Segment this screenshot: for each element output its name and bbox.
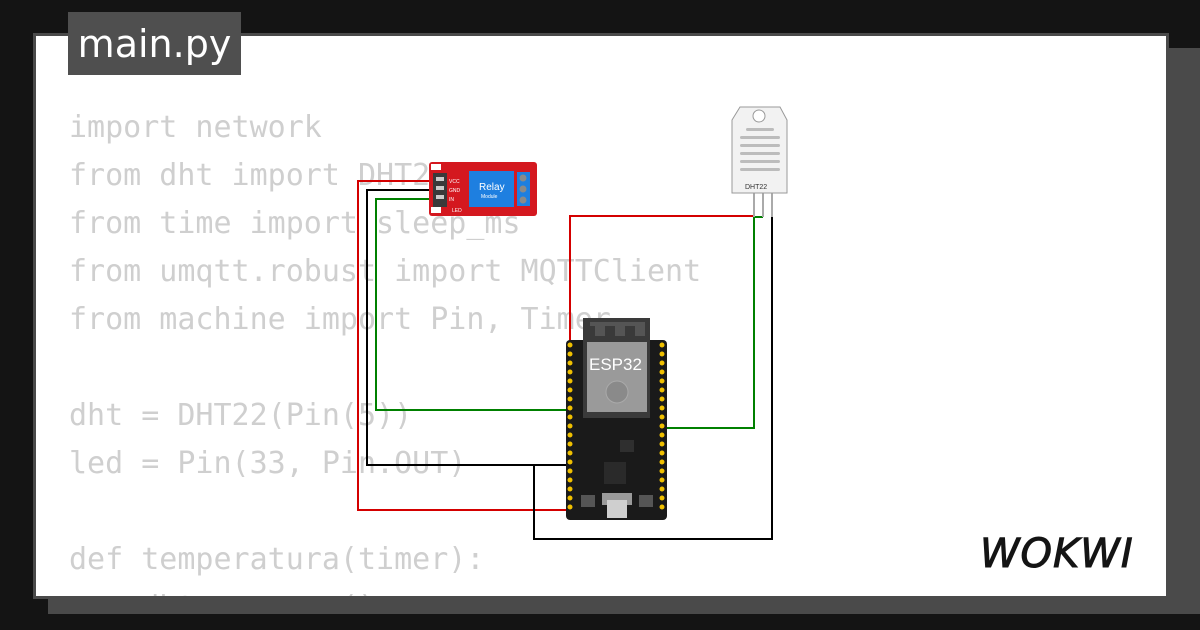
- esp32-left-pins: [567, 342, 573, 510]
- esp32-label: ESP32: [589, 355, 642, 374]
- esp32-right-pins: [659, 342, 665, 510]
- wire-relay-vcc: [357, 180, 570, 511]
- wires: [357, 180, 773, 540]
- wokwi-logo: WOKWI: [980, 531, 1134, 577]
- code-line: from umqtt.robust import MQTTClient: [69, 254, 702, 289]
- wire-relay-in: [375, 198, 570, 411]
- relay-module[interactable]: VCC GND IN LED Relay Module: [429, 162, 537, 216]
- relay-label: Relay: [479, 182, 505, 193]
- esp32-board[interactable]: ESP32: [566, 318, 667, 520]
- code-line: dht.measure(): [69, 584, 701, 596]
- code-line: dht = DHT22(Pin(5)): [69, 398, 413, 433]
- relay-pin-vcc: VCC: [449, 179, 460, 185]
- dht22-label: DHT22: [745, 184, 767, 191]
- wire-dht-gnd: [533, 217, 773, 540]
- code-line: def temperatura(timer):: [69, 542, 485, 577]
- wire-relay-gnd: [366, 189, 570, 466]
- code-line: led = Pin(33, Pin.OUT): [69, 446, 467, 481]
- relay-pin-gnd: GND: [449, 188, 461, 194]
- code-line: import network: [69, 110, 322, 145]
- dht22-sensor[interactable]: DHT22: [731, 106, 788, 217]
- relay-pin-in: IN: [449, 197, 454, 203]
- relay-led-label: LED: [452, 208, 462, 214]
- file-tab[interactable]: main.py: [68, 12, 241, 75]
- relay-sublabel: Module: [481, 194, 498, 200]
- wire-dht-data: [662, 216, 763, 429]
